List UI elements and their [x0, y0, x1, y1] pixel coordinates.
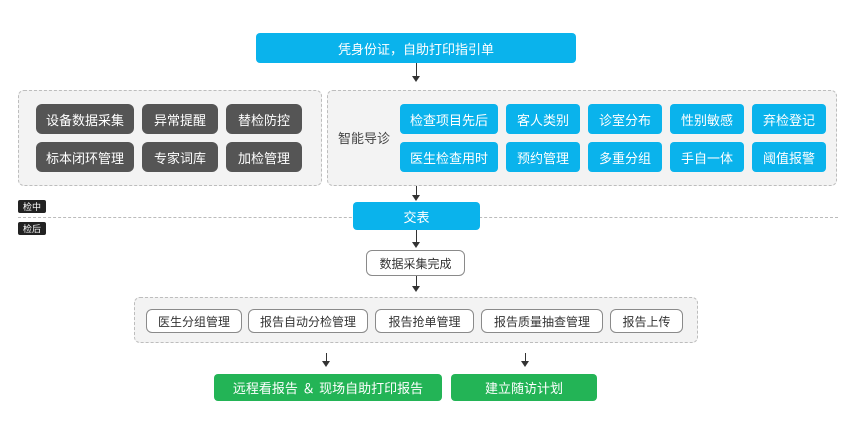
stage-tag-after: 检后	[18, 222, 46, 235]
connector-line	[415, 230, 417, 242]
feature-anomaly-alert: 异常提醒	[142, 104, 218, 134]
feature-expert-lexicon: 专家词库	[142, 142, 218, 172]
connector-line	[415, 276, 417, 286]
guide-appointment: 预约管理	[506, 142, 580, 172]
connector-line	[325, 353, 327, 361]
arrow-down-icon	[412, 242, 420, 248]
guide-client-type: 客人类别	[506, 104, 580, 134]
guide-threshold-alarm: 阈值报警	[752, 142, 826, 172]
report-quality-check: 报告质量抽查管理	[481, 309, 603, 333]
output-followup-plan: 建立随访计划	[451, 374, 597, 401]
data-complete-box: 数据采集完成	[366, 250, 465, 276]
arrow-down-icon	[521, 361, 529, 367]
feature-specimen-loop: 标本闭环管理	[36, 142, 134, 172]
guide-room-layout: 诊室分布	[588, 104, 662, 134]
connector-line	[524, 353, 526, 361]
report-auto-assign: 报告自动分检管理	[248, 309, 368, 333]
guide-exam-order: 检查项目先后	[400, 104, 498, 134]
submit-form-box: 交表	[353, 202, 480, 230]
arrow-down-icon	[412, 76, 420, 82]
arrow-down-icon	[412, 195, 420, 201]
arrow-down-icon	[412, 286, 420, 292]
guide-waive-register: 弃检登记	[752, 104, 826, 134]
arrow-down-icon	[322, 361, 330, 367]
guide-gender-sensitive: 性别敏感	[670, 104, 744, 134]
connector-line	[415, 186, 417, 196]
report-upload: 报告上传	[610, 309, 683, 333]
connector-line	[415, 63, 417, 76]
top-step-box: 凭身份证，自助打印指引单	[256, 33, 576, 63]
guide-hybrid-mode: 手自一体	[670, 142, 744, 172]
feature-extra-check: 加检管理	[226, 142, 302, 172]
smart-guide-title: 智能导诊	[338, 131, 391, 147]
stage-tag-during: 检中	[18, 200, 46, 213]
feature-substitute-control: 替检防控	[226, 104, 302, 134]
report-doctor-group: 医生分组管理	[146, 309, 242, 333]
feature-device-data: 设备数据采集	[36, 104, 134, 134]
output-remote-report: 远程看报告 ＆ 现场自助打印报告	[214, 374, 442, 401]
guide-doctor-time: 医生检查用时	[400, 142, 498, 172]
guide-multi-group: 多重分组	[588, 142, 662, 172]
report-grab-order: 报告抢单管理	[375, 309, 474, 333]
